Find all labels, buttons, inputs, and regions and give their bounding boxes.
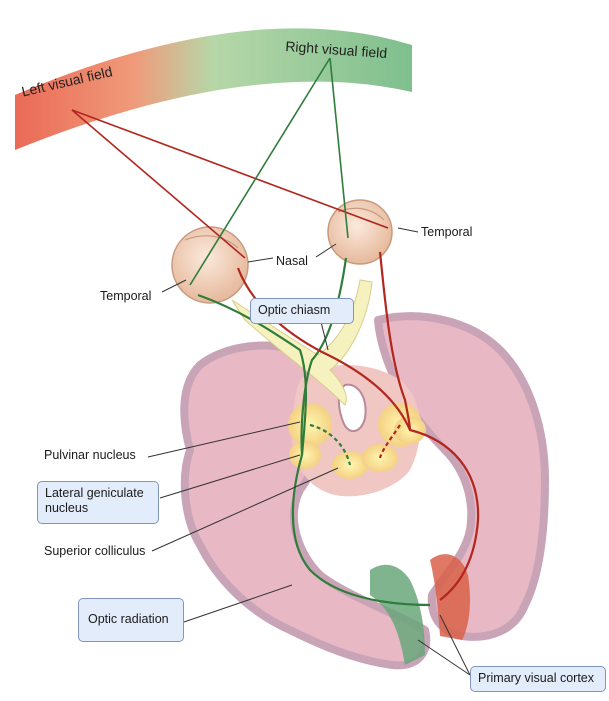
nasal-label: Nasal [276,254,308,268]
optic-chiasm-box: Optic chiasm [250,298,354,324]
optic-chiasm-shape [231,279,373,406]
green-pathway-from-right-eye [300,257,348,456]
light-rays [71,57,389,286]
optic-radiation-box: Optic radiation [78,598,184,642]
temporal-left-label: Temporal [100,289,152,303]
right-eye [327,199,393,265]
primary-visual-cortex-text: Primary visual cortex [478,671,594,685]
temporal-right-label: Temporal [421,225,473,239]
left-lgn [289,441,321,469]
red-pathway-from-right-eye [378,251,412,431]
lateral-geniculate-nucleus-box: Lateral geniculate nucleus [37,481,159,524]
pulvinar-nucleus-label: Pulvinar nucleus [44,448,136,462]
primary-visual-cortex-box: Primary visual cortex [470,666,606,692]
optic-chiasm-text: Optic chiasm [258,303,331,317]
green-pathway [197,293,431,607]
dashed-to-colliculus-red [378,424,401,459]
ray-right-to-left-eye [189,57,331,286]
visual-field-arc [15,28,412,150]
cortex-left-region [370,564,425,665]
ray-left-to-right-eye [71,109,389,229]
lgn-text-line1: Lateral geniculate [45,486,144,500]
lgn-text-line2: nucleus [45,501,89,515]
ray-left-to-left-eye [71,109,246,259]
cortex-right-region [430,554,470,640]
left-hemisphere [180,341,431,670]
brain [180,279,549,670]
ray-right-to-right-eye [329,57,349,239]
left-eye [171,226,249,304]
superior-colliculus-label: Superior colliculus [44,544,146,558]
leader-lines [147,227,471,676]
neural-pathways [197,251,480,607]
optic-radiation-text: Optic radiation [88,612,169,626]
dashed-to-colliculus [309,423,352,466]
